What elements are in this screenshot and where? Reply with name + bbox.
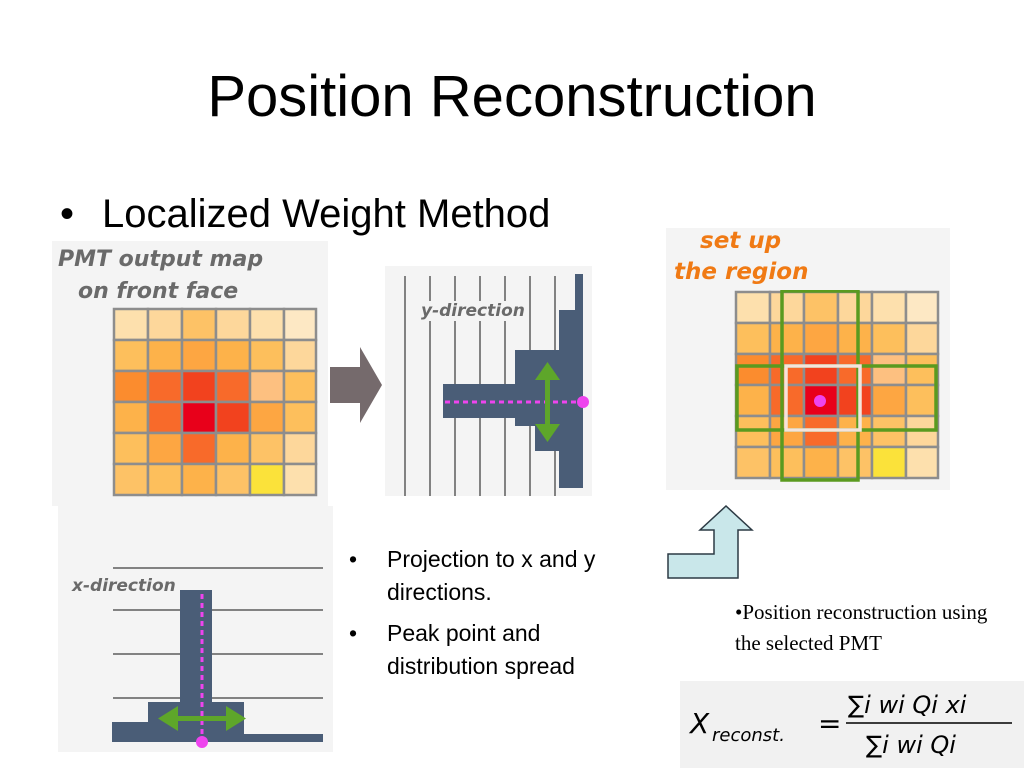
region-center-window (784, 364, 862, 432)
x-projection-chart (112, 567, 323, 748)
region-peak-marker-icon (814, 395, 826, 407)
y-projection-panel: y-direction (385, 266, 592, 496)
spread-arrow-horizontal-icon (158, 706, 246, 731)
main-bullet-text: Localized Weight Method (102, 192, 551, 236)
x-peak-marker-icon (196, 736, 208, 748)
formula: X reconst. = ∑i wi Qi xi ∑i wi Qi (688, 691, 1012, 759)
formula-lhs: X (688, 707, 710, 740)
region-label-2: the region (674, 259, 809, 285)
bullet-marker: • (60, 192, 75, 236)
pmt-grid (112, 307, 318, 497)
pmt-map-label-2: on front face (78, 279, 239, 304)
peak-marker-icon (577, 396, 589, 408)
region-grid (734, 290, 940, 482)
formula-box: X reconst. = ∑i wi Qi xi ∑i wi Qi (680, 681, 1024, 768)
formula-equals: = (818, 707, 841, 740)
formula-numerator: ∑i wi Qi xi (848, 691, 967, 719)
formula-denominator: ∑i wi Qi (866, 731, 956, 759)
pmt-map-panel: PMT output map on front face (52, 241, 328, 506)
main-bullet: • Localized Weight Method (60, 190, 550, 238)
spread-arrow-vertical-icon (535, 362, 560, 442)
region-column-frame (780, 290, 860, 482)
x-projection-panel: x-direction (58, 506, 333, 752)
sub-bullet-item: Projection to x and y directions. (345, 543, 655, 609)
y-direction-label: y-direction (419, 301, 527, 321)
region-panel: set up the region (666, 228, 950, 490)
up-outline-arrow-icon (667, 504, 754, 579)
reconstruction-note: •Position reconstruction using the selec… (735, 600, 988, 655)
sub-bullet-item: Peak point and distribution spread (345, 617, 655, 683)
region-label-1: set up (700, 228, 782, 254)
x-direction-label: x-direction (70, 576, 178, 596)
formula-lhs-subscript: reconst. (712, 725, 785, 746)
pmt-map-label-1: PMT output map (58, 247, 264, 272)
sub-bullet-list: Projection to x and y directions. Peak p… (345, 543, 655, 691)
slide-title: Position Reconstruction (207, 64, 817, 129)
right-arrow-icon (330, 347, 382, 423)
